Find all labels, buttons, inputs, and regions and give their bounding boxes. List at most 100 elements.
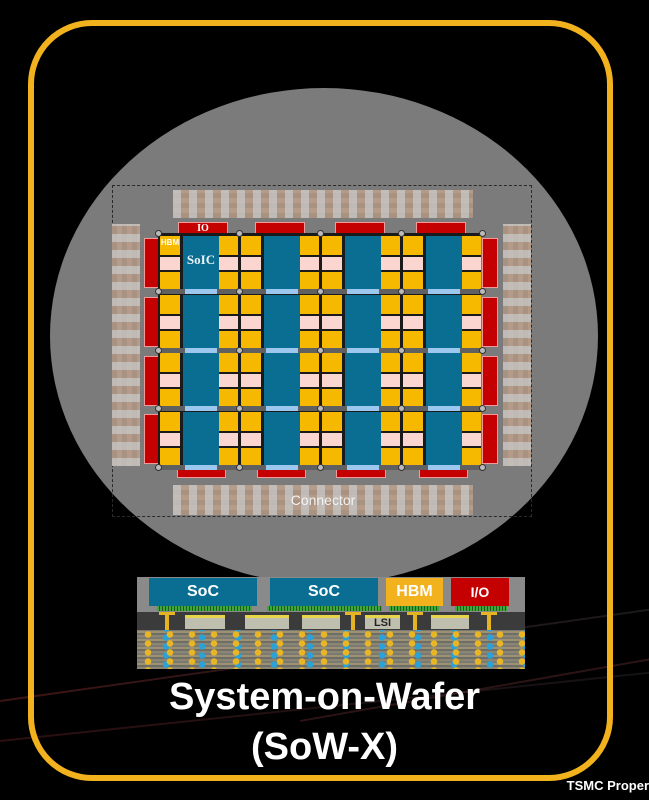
grid-node bbox=[316, 288, 324, 295]
soic-tile bbox=[401, 233, 483, 294]
hbm-spacer bbox=[403, 432, 423, 446]
hbm-block bbox=[218, 447, 238, 466]
hbm-block bbox=[241, 353, 261, 372]
grid-node bbox=[397, 405, 405, 412]
hbm-block bbox=[380, 272, 400, 290]
hbm-stack-column bbox=[299, 294, 319, 349]
hbm-spacer bbox=[403, 315, 423, 329]
soic-chip bbox=[264, 236, 300, 290]
hbm-stack-column bbox=[403, 294, 423, 349]
hbm-spacer bbox=[403, 374, 423, 387]
hbm-block bbox=[461, 236, 481, 255]
hbm-block bbox=[461, 353, 481, 372]
hbm-stack-column bbox=[160, 353, 180, 407]
hbm-stack-column bbox=[380, 294, 400, 349]
hbm-block bbox=[218, 389, 238, 407]
hbm-block bbox=[322, 447, 342, 466]
grid-node bbox=[154, 346, 162, 354]
hbm-block bbox=[380, 236, 400, 255]
bridge-link bbox=[347, 289, 379, 294]
soic-tile bbox=[239, 350, 321, 411]
hbm-block bbox=[299, 294, 319, 314]
grid-node bbox=[316, 463, 324, 471]
hbm-block bbox=[299, 330, 319, 349]
hbm-spacer bbox=[461, 432, 481, 446]
hbm-block bbox=[380, 447, 400, 466]
hbm-block bbox=[461, 272, 481, 290]
hbm-block bbox=[241, 447, 261, 466]
hbm-spacer bbox=[160, 315, 180, 329]
title-line-2: (SoW-X) bbox=[251, 726, 398, 768]
hbm-block bbox=[461, 330, 481, 349]
left-connector bbox=[112, 224, 140, 466]
hbm-spacer bbox=[380, 432, 400, 446]
via-pillar bbox=[481, 612, 497, 630]
via-pillar bbox=[407, 612, 423, 630]
hbm-stack-column bbox=[241, 353, 261, 407]
hbm-spacer bbox=[299, 432, 319, 446]
hbm-block bbox=[380, 389, 400, 407]
hbm-stack-column bbox=[299, 353, 319, 407]
hbm-block bbox=[299, 447, 319, 466]
lsi-bridge bbox=[431, 615, 469, 629]
hbm-spacer bbox=[241, 432, 261, 446]
hbm-block bbox=[218, 353, 238, 372]
hbm-stack-column: HBM bbox=[160, 236, 180, 290]
hbm-stack-column bbox=[380, 236, 400, 290]
hbm-stack-column bbox=[403, 411, 423, 466]
hbm-block bbox=[241, 330, 261, 349]
top-connector bbox=[173, 190, 473, 218]
lsi-bridge bbox=[302, 615, 340, 629]
hbm-block bbox=[241, 411, 261, 431]
hbm-spacer bbox=[461, 315, 481, 329]
hbm-block bbox=[241, 272, 261, 290]
footer-label: TSMC Proper bbox=[566, 778, 649, 793]
grid-node bbox=[316, 346, 324, 354]
hbm-stack-column bbox=[299, 236, 319, 290]
hbm-block bbox=[380, 330, 400, 349]
hbm-block bbox=[403, 272, 423, 290]
hbm-spacer bbox=[160, 432, 180, 446]
soic-tile bbox=[239, 409, 321, 470]
hbm-spacer bbox=[299, 257, 319, 270]
hbm-stack-column bbox=[322, 294, 342, 349]
hbm-spacer bbox=[380, 315, 400, 329]
soic-chip bbox=[345, 294, 381, 349]
soic-chip bbox=[345, 353, 381, 407]
grid-node bbox=[154, 288, 162, 295]
hbm-stack-column bbox=[241, 294, 261, 349]
hbm-block bbox=[322, 353, 342, 372]
xsec-soc-block: SoC bbox=[270, 578, 378, 606]
hbm-stack-column bbox=[322, 236, 342, 290]
bridge-link bbox=[266, 406, 298, 411]
bridge-link bbox=[347, 406, 379, 411]
rdl-substrate bbox=[137, 630, 525, 669]
xsec-soc-block: SoC bbox=[149, 578, 257, 606]
bottom-connector: Connector bbox=[173, 485, 473, 515]
bridge-link bbox=[428, 406, 460, 411]
right-connector bbox=[503, 224, 531, 466]
hbm-block bbox=[403, 411, 423, 431]
hbm-block bbox=[218, 411, 238, 431]
bridge-link bbox=[266, 347, 298, 353]
hbm-block bbox=[241, 389, 261, 407]
grid-node bbox=[316, 229, 324, 237]
hbm-block bbox=[403, 236, 423, 255]
hbm-block bbox=[380, 294, 400, 314]
interposer-layer: LSI bbox=[137, 612, 525, 630]
hbm-block bbox=[241, 294, 261, 314]
via-pillar bbox=[345, 612, 361, 630]
hbm-block bbox=[322, 389, 342, 407]
io-block bbox=[482, 297, 498, 347]
hbm-block bbox=[160, 294, 180, 314]
hbm-block bbox=[218, 272, 238, 290]
hbm-block bbox=[160, 236, 180, 255]
io-label: IO bbox=[197, 223, 209, 234]
grid-node bbox=[235, 463, 243, 471]
hbm-block bbox=[322, 294, 342, 314]
xsec-hbm-block: HBM bbox=[386, 578, 443, 606]
soic-tile bbox=[401, 350, 483, 411]
micro-bumps bbox=[157, 606, 252, 611]
